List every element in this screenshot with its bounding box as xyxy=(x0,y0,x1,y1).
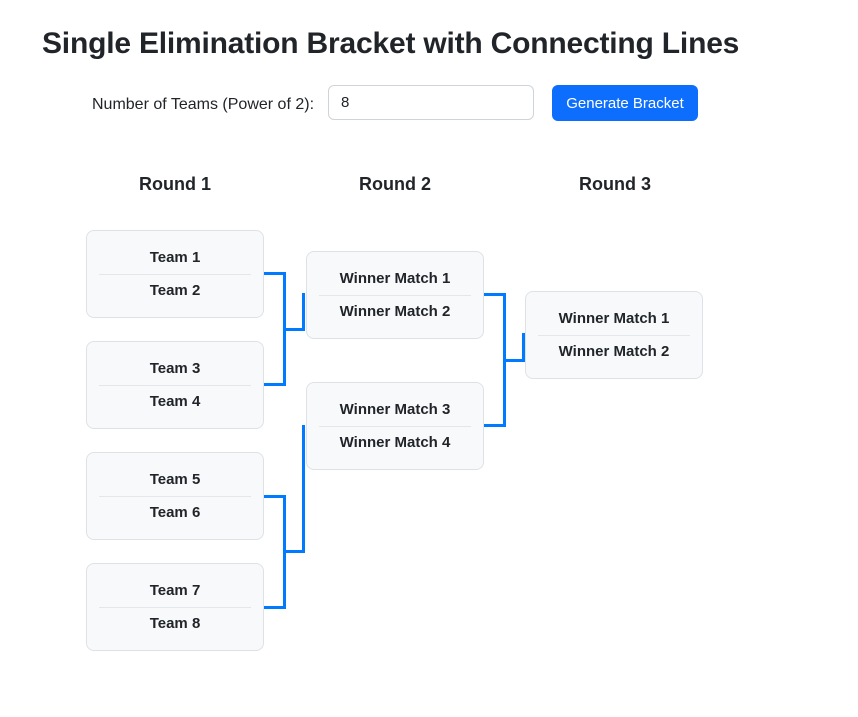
match-divider xyxy=(99,495,251,497)
connector-line xyxy=(484,293,506,296)
match-round3-final: Winner Match 1 Winner Match 2 xyxy=(525,291,703,379)
team-slot: Team 2 xyxy=(149,282,201,300)
team-slot: Team 5 xyxy=(149,470,201,488)
page-title: Single Elimination Bracket with Connecti… xyxy=(42,27,740,60)
team-count-input[interactable] xyxy=(328,85,534,120)
connector-line xyxy=(283,550,305,553)
team-slot: Team 1 xyxy=(149,248,201,266)
team-slot: Team 3 xyxy=(149,359,201,377)
connector-line xyxy=(484,424,506,427)
connector-line xyxy=(302,425,305,553)
match-divider xyxy=(319,425,471,427)
team-slot: Winner Match 4 xyxy=(339,434,451,452)
team-slot: Team 6 xyxy=(149,504,201,522)
team-slot: Team 7 xyxy=(149,581,201,599)
team-slot: Winner Match 2 xyxy=(558,343,670,361)
team-slot: Winner Match 2 xyxy=(339,303,451,321)
connector-line xyxy=(264,606,286,609)
match-divider xyxy=(99,273,251,275)
connector-line xyxy=(264,272,286,275)
match-round1-3: Team 5 Team 6 xyxy=(86,452,264,540)
match-round1-2: Team 3 Team 4 xyxy=(86,341,264,429)
connector-line xyxy=(302,293,305,331)
match-divider xyxy=(99,606,251,608)
connector-line xyxy=(522,333,525,362)
team-slot: Winner Match 1 xyxy=(339,269,451,287)
team-slot: Winner Match 1 xyxy=(558,309,670,327)
connector-line xyxy=(264,383,286,386)
match-round1-1: Team 1 Team 2 xyxy=(86,230,264,318)
match-round1-4: Team 7 Team 8 xyxy=(86,563,264,651)
generate-bracket-button[interactable]: Generate Bracket xyxy=(552,85,698,121)
round-2-header: Round 2 xyxy=(359,174,431,194)
round-3-header: Round 3 xyxy=(579,174,651,194)
team-slot: Team 8 xyxy=(149,615,201,633)
match-round2-2: Winner Match 3 Winner Match 4 xyxy=(306,382,484,470)
connector-line xyxy=(283,328,305,331)
connector-line xyxy=(264,495,286,498)
match-divider xyxy=(99,384,251,386)
round-1-header: Round 1 xyxy=(139,174,211,194)
match-divider xyxy=(538,334,690,336)
connector-line xyxy=(503,359,525,362)
team-slot: Winner Match 3 xyxy=(339,400,451,418)
team-count-label: Number of Teams (Power of 2): xyxy=(92,96,315,113)
match-divider xyxy=(319,294,471,296)
team-slot: Team 4 xyxy=(149,393,201,411)
match-round2-1: Winner Match 1 Winner Match 2 xyxy=(306,251,484,339)
